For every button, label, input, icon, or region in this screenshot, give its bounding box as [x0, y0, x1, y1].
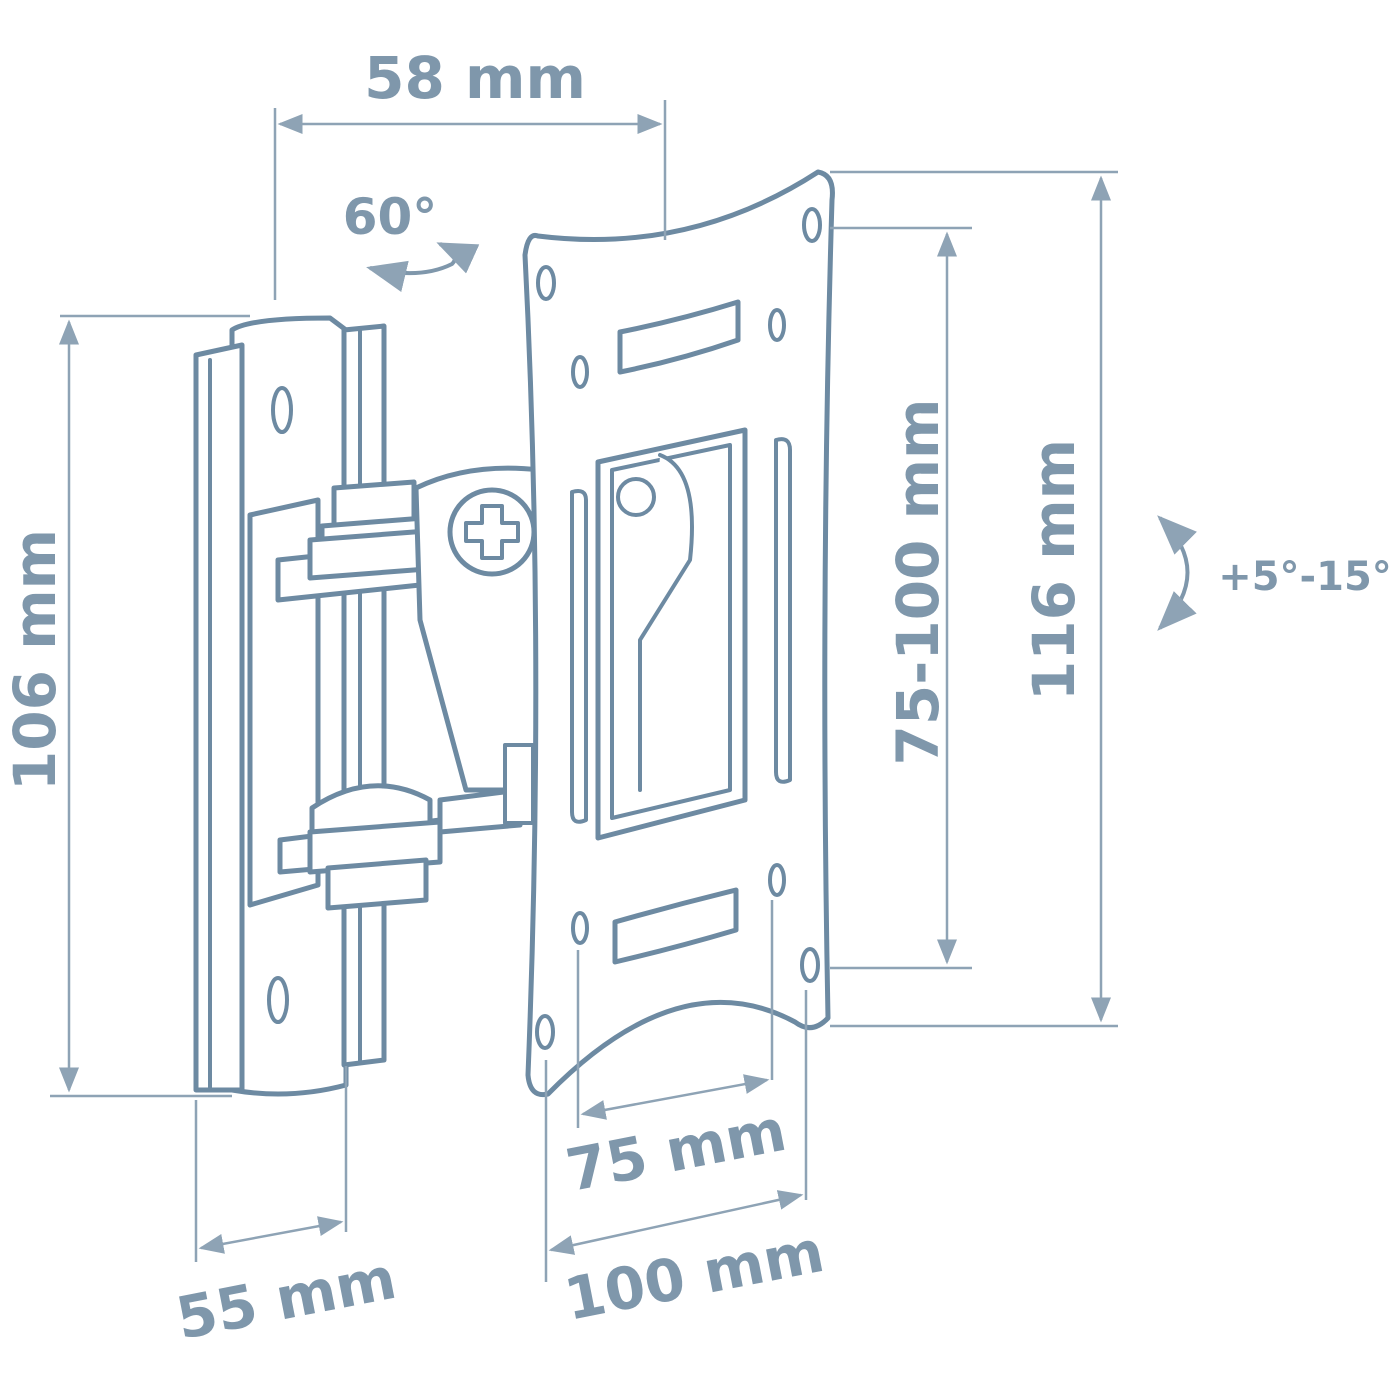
wall-plate-height-label: 106 mm	[1, 529, 69, 791]
vesa-hole-75-tr	[768, 308, 786, 342]
vesa-hole-100-tr	[802, 207, 822, 243]
dimension-lines	[50, 100, 1118, 1282]
plate-height-label: 116 mm	[1020, 439, 1088, 701]
vesa-hole-100-tl	[536, 265, 556, 301]
vesa-hole-100-br	[800, 947, 820, 983]
vesa-hole-75-br	[768, 863, 786, 897]
vesa-hole-100-bl	[535, 1014, 555, 1050]
vesa-plate	[522, 169, 835, 1098]
rotation-label: 60°	[343, 188, 438, 246]
wall-plate-width-dimension-line	[198, 1216, 344, 1254]
tilt-rotation-indicator	[1157, 515, 1197, 631]
tilt-label: +5°-15°	[1218, 554, 1392, 600]
vesa-hole-75-tl	[571, 355, 589, 389]
wall-slot-bottom	[267, 976, 289, 1024]
swivel-arm	[247, 465, 543, 911]
wall-plate-width-label: 55 mm	[171, 1244, 402, 1353]
vesa-hole-75-bl	[571, 911, 589, 945]
swivel-rotation-indicator	[366, 242, 480, 292]
vesa-100-label: 100 mm	[559, 1217, 829, 1334]
vesa-100-dimension-line	[548, 1190, 804, 1255]
vesa-vertical-label: 75-100 mm	[884, 399, 952, 766]
wall-slot-top	[271, 386, 293, 434]
vesa-75-dimension-line	[580, 1074, 770, 1120]
depth-label: 58 mm	[364, 44, 586, 112]
